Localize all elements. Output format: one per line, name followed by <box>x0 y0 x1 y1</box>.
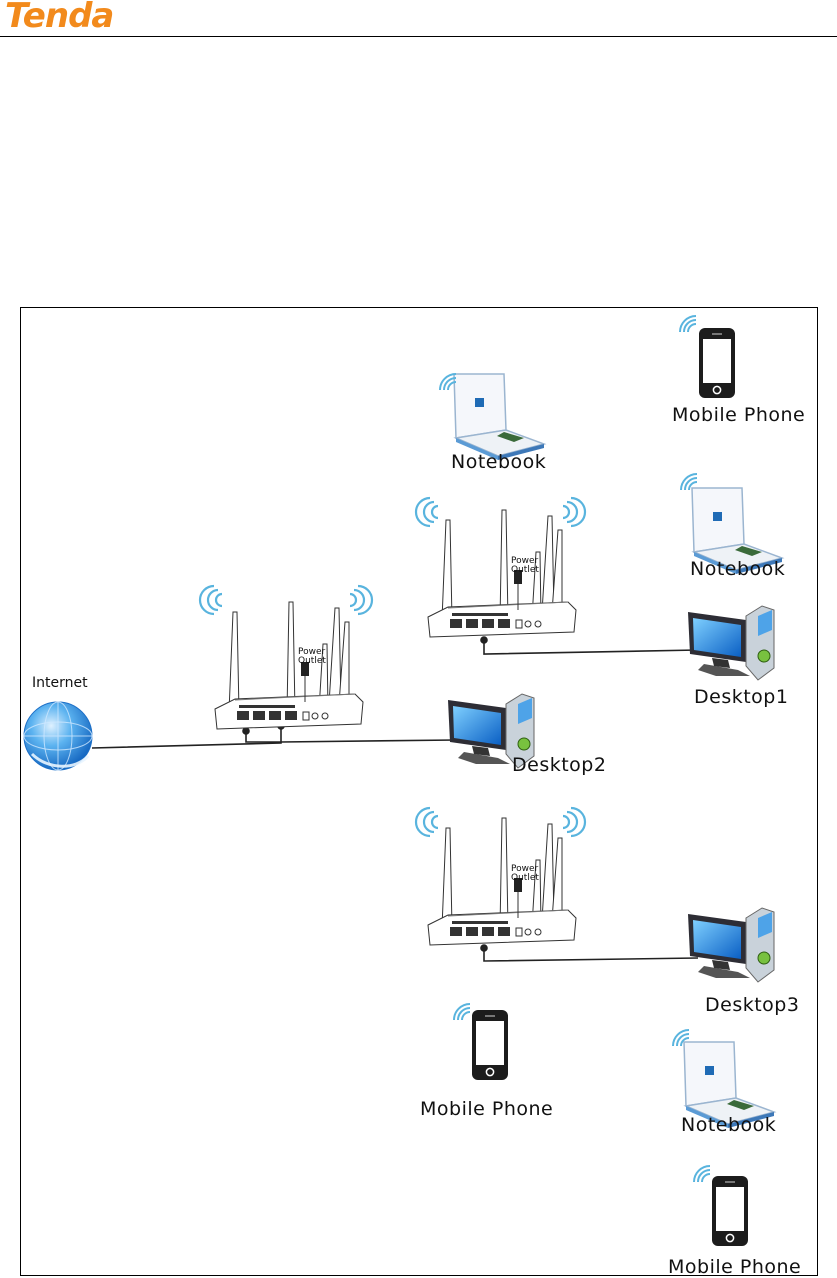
desktop1-cable <box>484 640 698 654</box>
wifi-signal-icon <box>350 586 372 614</box>
wifi-signal-icon <box>416 498 438 526</box>
wifi-signal-icon <box>563 498 585 526</box>
wifi-signal-icon <box>200 586 222 614</box>
desktop3-cable <box>484 948 698 961</box>
router-icon <box>428 510 576 637</box>
notebook-bottom-label: Notebook <box>681 1114 776 1136</box>
globe-icon <box>24 702 92 770</box>
mobile-phone-bottom-label: Mobile Phone <box>668 1256 801 1278</box>
wifi-signal-icon <box>454 1004 470 1020</box>
mobile-phone-mid-label: Mobile Phone <box>420 1098 553 1120</box>
router-icon <box>215 602 363 729</box>
mobile-phone-icon <box>699 328 735 398</box>
wifi-signal-icon <box>416 808 438 836</box>
desktop2-label: Desktop2 <box>512 754 606 776</box>
notebook-right-label: Notebook <box>690 558 785 580</box>
mobile-phone-top-label: Mobile Phone <box>672 404 805 426</box>
desktop-icon <box>688 908 774 982</box>
mobile-phone-icon <box>472 1010 508 1080</box>
notebook-icon <box>454 374 544 460</box>
desktop2-cable <box>281 740 456 742</box>
router-lan-cable <box>246 733 281 742</box>
wifi-signal-icon <box>563 808 585 836</box>
wifi-signal-icon <box>694 1166 710 1182</box>
network-cables <box>92 637 698 961</box>
router-icon <box>428 818 576 945</box>
desktop3-label: Desktop3 <box>705 994 799 1016</box>
mobile-phone-icon <box>712 1176 748 1246</box>
wifi-signal-icon <box>680 316 696 332</box>
internet-cable <box>92 728 281 748</box>
notebook-top-label: Notebook <box>451 451 546 473</box>
internet-label: Internet <box>32 675 88 691</box>
desktop-icon <box>688 606 774 680</box>
desktop1-label: Desktop1 <box>694 686 788 708</box>
